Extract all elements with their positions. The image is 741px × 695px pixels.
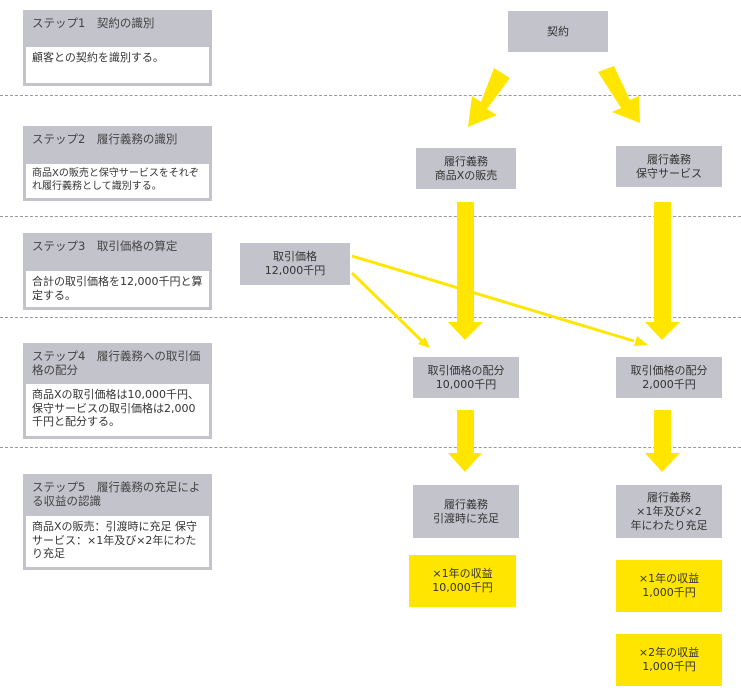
box-line: 取引価格 bbox=[273, 250, 317, 263]
po-service-box: 履行義務 保守サービス bbox=[616, 146, 722, 187]
step-description: 商品Xの取引価格は10,000千円、保守サービスの取引価格は2,000千円と配分… bbox=[26, 384, 209, 436]
box-line: 履行義務 bbox=[647, 152, 691, 166]
box-line: 引渡時に充足 bbox=[433, 511, 499, 525]
arrow-alloc-goods-to-satisfy bbox=[448, 410, 482, 472]
box-line: 履行義務 bbox=[444, 497, 488, 511]
alloc-goods-box: 取引価格の配分 10,000千円 bbox=[413, 357, 519, 398]
step-title: ステップ3 取引価格の算定 bbox=[32, 239, 178, 253]
step-2-panel: ステップ2 履行義務の識別 商品Xの販売と保守サービスをそれぞれ履行義務として識… bbox=[23, 126, 212, 201]
satisfy-goods-box: 履行義務 引渡時に充足 bbox=[413, 485, 519, 538]
po-goods-box: 履行義務 商品Xの販売 bbox=[416, 148, 516, 189]
box-line: 契約 bbox=[547, 24, 569, 38]
step-divider bbox=[0, 317, 741, 318]
satisfy-service-box: 履行義務 ×1年及び×2 年にわたり充足 bbox=[616, 485, 722, 538]
alloc-service-box: 取引価格の配分 2,000千円 bbox=[616, 357, 722, 398]
revenue-service-y1-box: ×1年の収益 1,000千円 bbox=[616, 560, 722, 612]
line-price-to-alloc-goods bbox=[350, 271, 426, 345]
arrow-goods-to-alloc bbox=[448, 202, 483, 340]
arrow-contract-to-goods bbox=[468, 68, 510, 127]
box-line: 12,000千円 bbox=[264, 264, 326, 277]
box-line: 1,000千円 bbox=[642, 586, 696, 599]
box-line: 保守サービス bbox=[636, 166, 702, 180]
step-title: ステップ2 履行義務の識別 bbox=[32, 132, 178, 146]
box-line: ×2年の収益 bbox=[638, 646, 700, 659]
step-description: 商品Xの販売：引渡時に充足 保守サービス：×1年及び×2年にわたり充足 bbox=[26, 516, 209, 567]
arrowhead-price-to-alloc-goods bbox=[418, 337, 430, 348]
step-5-panel: ステップ5 履行義務の充足による収益の認識 商品Xの販売：引渡時に充足 保守サー… bbox=[23, 474, 212, 570]
step-divider bbox=[0, 447, 741, 448]
revenue-service-y2-box: ×2年の収益 1,000千円 bbox=[616, 634, 722, 686]
box-line: ×1年の収益 bbox=[638, 572, 700, 585]
transaction-price-box: 取引価格 12,000千円 bbox=[240, 243, 350, 285]
step-description: 合計の取引価格を12,000千円と算定する。 bbox=[26, 271, 209, 307]
box-line: 年にわたり充足 bbox=[630, 518, 708, 532]
box-line: ×1年の収益 bbox=[432, 567, 493, 580]
contract-box: 契約 bbox=[508, 11, 608, 52]
arrow-service-to-alloc bbox=[645, 202, 680, 340]
step-title: ステップ4 履行義務への取引価格の配分 bbox=[32, 349, 201, 377]
revenue-goods-y1-box: ×1年の収益 10,000千円 bbox=[409, 555, 516, 607]
step-4-panel: ステップ4 履行義務への取引価格の配分 商品Xの取引価格は10,000千円、保守… bbox=[23, 343, 212, 439]
box-line: 1,000千円 bbox=[642, 660, 696, 673]
line-price-to-alloc-service bbox=[351, 254, 635, 343]
box-line: 取引価格の配分 bbox=[427, 363, 505, 377]
step-description: 商品Xの販売と保守サービスをそれぞれ履行義務として識別する。 bbox=[26, 164, 209, 198]
step-title: ステップ5 履行義務の充足による収益の認識 bbox=[32, 480, 201, 508]
box-line: 10,000千円 bbox=[435, 377, 497, 391]
arrowhead-price-to-alloc-service bbox=[634, 336, 648, 346]
arrow-alloc-service-to-satisfy bbox=[645, 410, 680, 472]
box-line: 取引価格の配分 bbox=[630, 363, 708, 377]
box-line: ×1年及び×2 bbox=[636, 504, 702, 518]
step-description: 顧客との契約を識別する。 bbox=[26, 47, 209, 83]
box-line: 商品Xの販売 bbox=[434, 168, 498, 182]
step-1-panel: ステップ1 契約の識別 顧客との契約を識別する。 bbox=[23, 10, 212, 86]
arrow-contract-to-service bbox=[598, 66, 640, 123]
step-3-panel: ステップ3 取引価格の算定 合計の取引価格を12,000千円と算定する。 bbox=[23, 233, 212, 310]
box-line: 10,000千円 bbox=[432, 581, 493, 594]
box-line: 2,000千円 bbox=[642, 377, 696, 391]
box-line: 履行義務 bbox=[647, 490, 691, 504]
step-divider bbox=[0, 216, 741, 217]
box-line: 履行義務 bbox=[444, 154, 488, 168]
step-divider bbox=[0, 95, 741, 96]
step-title: ステップ1 契約の識別 bbox=[32, 16, 155, 30]
